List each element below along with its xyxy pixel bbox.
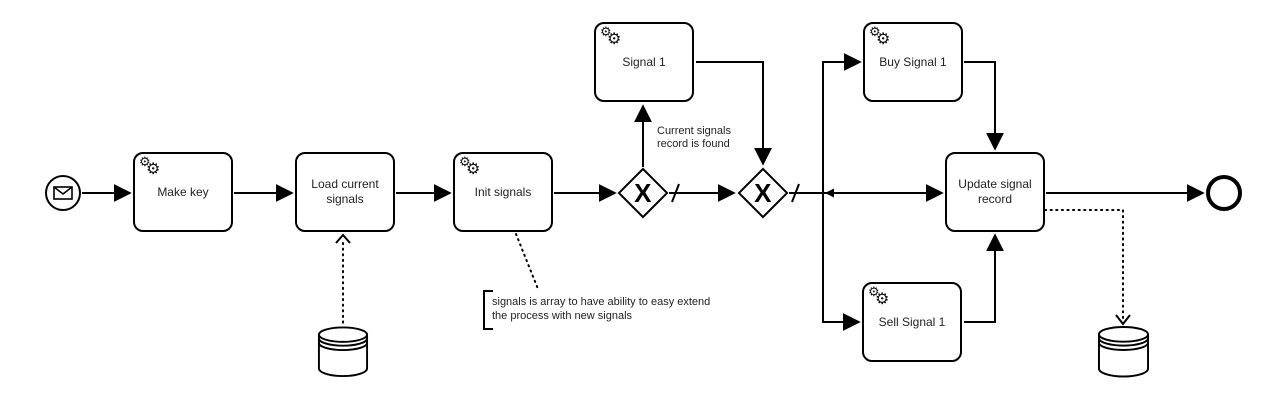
flow-label-line: record is found [657, 138, 730, 150]
datastore-icon [1097, 325, 1150, 378]
task-init-signals[interactable]: ⚙⚙ Init signals [453, 152, 553, 232]
service-task-gear-icon: ⚙⚙ [869, 24, 891, 48]
start-event-message[interactable] [45, 175, 81, 211]
task-label: Load current signals [311, 177, 379, 206]
service-task-gear-icon: ⚙⚙ [600, 24, 622, 48]
text-annotation-signals-array: signals is array to have ability to easy… [492, 296, 710, 323]
default-flow-slash-gateway2 [791, 183, 800, 203]
flow-sell-to-update [964, 233, 1004, 323]
association-init-to-annotation [515, 233, 539, 290]
service-task-gear-icon: ⚙⚙ [459, 154, 481, 178]
annotation-line: signals is array to have ability to easy… [492, 296, 711, 308]
flow-signal1-to-gateway2 [696, 61, 772, 166]
association-update-to-datastore [1044, 209, 1124, 321]
message-icon [53, 186, 73, 200]
association-arrowhead-down [1115, 314, 1131, 326]
flow-branch-to-sell [822, 193, 861, 331]
flow-branch-to-buy [822, 53, 862, 193]
service-task-gear-icon: ⚙⚙ [868, 284, 890, 308]
task-label: Update signal record [958, 177, 1032, 206]
task-label: Signal 1 [622, 54, 666, 69]
end-event[interactable] [1206, 175, 1242, 211]
task-make-key[interactable]: ⚙⚙ Make key [133, 152, 233, 232]
task-label: Buy Signal 1 [879, 54, 947, 69]
task-sell-signal-1[interactable]: ⚙⚙ Sell Signal 1 [862, 282, 962, 362]
task-label: Sell Signal 1 [878, 314, 946, 329]
task-label: Make key [157, 184, 209, 199]
datastore-right[interactable] [1097, 325, 1150, 378]
annotation-bracket [483, 290, 493, 330]
junction-arrowhead [825, 188, 834, 198]
task-load-current-signals[interactable]: Load current signals [295, 152, 395, 232]
association-arrowhead-up [335, 233, 351, 244]
flow-label-current-signals-record-found: Current signals record is found [657, 125, 731, 151]
flow-buy-to-update [964, 61, 1004, 151]
annotation-line: the process with new signals [492, 309, 633, 322]
task-signal-1[interactable]: ⚙⚙ Signal 1 [594, 22, 694, 102]
datastore-icon [317, 326, 369, 377]
service-task-gear-icon: ⚙⚙ [139, 154, 161, 178]
flow-label-line: Current signals [657, 125, 731, 137]
datastore-left[interactable] [317, 325, 369, 378]
task-buy-signal-1[interactable]: ⚙⚙ Buy Signal 1 [863, 22, 963, 102]
gateway-x-marker: X [634, 178, 652, 208]
task-update-signal-record[interactable]: Update signal record [945, 152, 1045, 232]
gateway-x-marker: X [754, 178, 772, 208]
task-label: Init signals [474, 184, 532, 199]
default-flow-slash-gateway1 [671, 183, 680, 203]
